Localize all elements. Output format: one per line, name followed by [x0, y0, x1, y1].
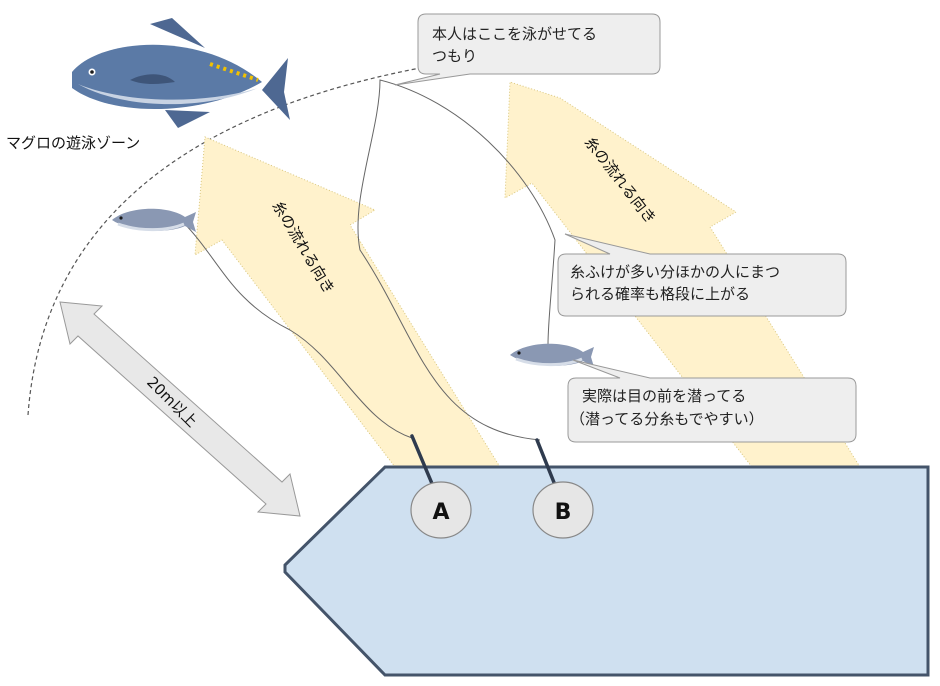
tuna-icon	[72, 18, 290, 128]
rod-b	[535, 438, 559, 492]
callout-actual-line-1: 実際は目の前を潜ってる	[582, 387, 746, 405]
angler-b-label: B	[555, 500, 572, 525]
pier	[283, 465, 930, 677]
tuna-zone-label: マグロの遊泳ゾーン	[6, 134, 140, 152]
angler-a: A	[410, 481, 472, 539]
callout-actual-line-2: （潜ってる分糸もでやすい）	[570, 410, 764, 428]
callout-slack-line-2: られる確率も格段に上がる	[570, 285, 750, 303]
callout-intended-line-1: 本人はここを泳がせてる	[432, 25, 597, 43]
fishing-line-a	[182, 221, 413, 439]
rod-a	[410, 434, 435, 488]
callout-intended-depth: 本人はここを泳がせてる つもり	[394, 13, 661, 86]
callout-slack-line-1: 糸ふけが多い分ほかの人にまつ	[570, 263, 780, 281]
baitfish-icon	[112, 208, 196, 232]
callout-line-slack: 糸ふけが多い分ほかの人にまつ られる確率も格段に上がる	[557, 233, 847, 317]
callout-actual-depth: 実際は目の前を潜ってる （潜ってる分糸もでやすい）	[567, 359, 857, 443]
callout-intended-line-2: つもり	[432, 47, 477, 65]
angler-a-label: A	[432, 500, 449, 525]
distance-arrow: 20m以上	[59, 301, 301, 517]
angler-b: B	[532, 481, 594, 539]
flow-arrow-left: 糸の流れる向き	[194, 136, 501, 468]
fishing-line-b-intended	[357, 79, 556, 441]
